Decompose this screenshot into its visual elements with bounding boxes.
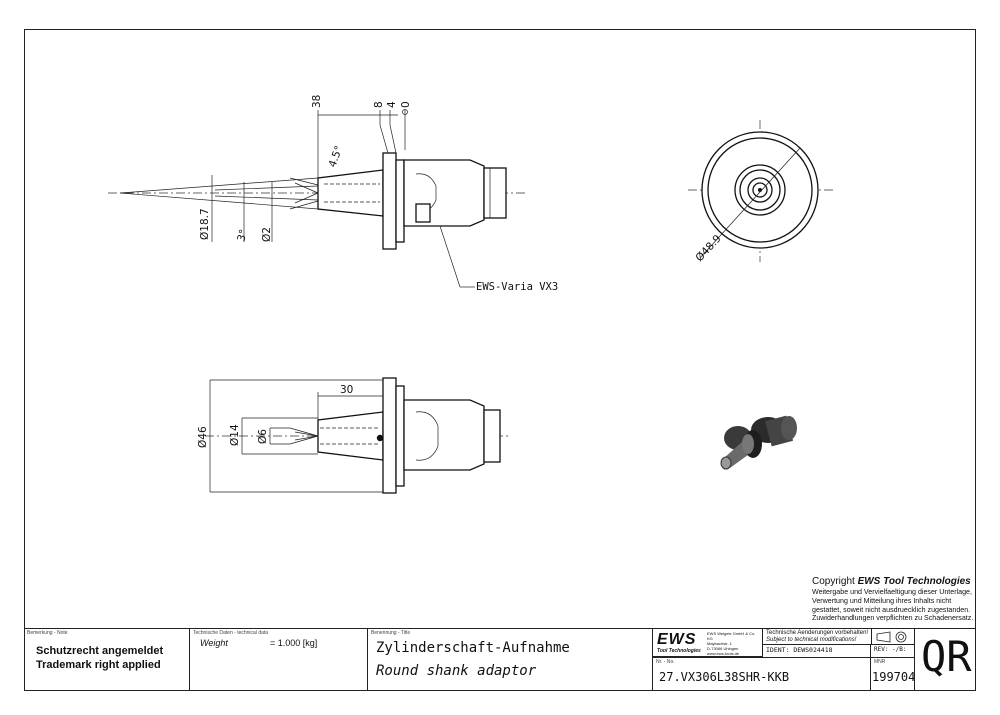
title-de: Zylinderschaft-Aufnahme [376,640,570,656]
remark-label: Bemerkung - Note [27,630,68,636]
title-block: Bemerkung - Note Schutzrecht angemeldet … [24,628,976,691]
dim-8-label: 8 [373,101,385,108]
copyright-prefix: Copyright [812,576,858,587]
dim-30-label: 30 [340,384,353,396]
copyright-brand: EWS Tool Technologies [857,576,971,587]
changes-cell: Technische Aenderungen vorbehalten! Subj… [763,629,871,645]
mnr-label: MNR [874,659,886,665]
projection-symbol [871,629,914,645]
front-view [688,120,835,262]
ident-cell: IDENT: DEWS024418 [763,645,871,657]
projection-symbol-icon [876,631,907,643]
company-line-2: Maybachstr. 1 [707,641,732,646]
product-render [720,415,797,470]
angle-45-label: 4.5° [327,144,346,169]
section-view [205,377,510,494]
remark-line-1: Schutzrecht angemeldet [36,645,164,657]
dia-187-label: Ø18.7 [199,208,211,240]
ident-value: IDENT: DEWS024418 [766,646,833,654]
dia-14-label: Ø14 [229,424,241,446]
side-view [108,109,528,288]
changes-en: Subject to technical modifications! [766,637,857,643]
copyright-line-4: Zuwiderhandlungen verpflichten zu Schade… [812,614,974,623]
dim-0-label: 0 [400,101,412,108]
rev-cell: REV: -/B: [871,645,914,657]
qr-cell: QR [914,629,976,691]
dia-489-label: Ø48.9 [693,233,723,264]
dim-38-label: 38 [311,95,323,108]
dia-2-label: Ø2 [261,227,273,242]
ews-varia-callout: EWS-Varia VX3 [476,281,559,293]
title-cell: Benennung - Title Zylinderschaft-Aufnahm… [368,629,653,691]
weight-value: = 1.000 [kg] [270,638,318,648]
copyright-line-1: Weitergabe und Vervielfaeltigung dieser … [812,588,972,596]
dia-6-label: Ø6 [257,429,269,444]
remark-line-2: Trademark right applied [36,659,161,671]
copyright-line-2: Verwertung und Mitteilung ihres Inhalts … [812,596,952,605]
remark-cell: Bemerkung - Note Schutzrecht angemeldet … [24,629,190,691]
weight-label: Weight [200,638,228,648]
mnr-cell: MNR 199704 [871,657,916,691]
changes-de: Technische Aenderungen vorbehalten! [766,630,869,636]
company-line-1: EWS Weigele GmbH & Co. KG [707,631,756,641]
logo-cell: EWS Tool Technologies EWS Weigele GmbH &… [653,629,763,657]
copyright-line-3: gestattet, soweit nicht ausdruecklich zu… [812,605,971,614]
title-label: Benennung - Title [371,630,411,636]
nr-label: Nr. - No. [656,659,675,665]
qr-code-label: QR [921,632,972,681]
drawing-frame [24,29,976,691]
title-en: Round shank adaptor [376,663,537,679]
company-address: EWS Weigele GmbH & Co. KG Maybachstr. 1 … [707,631,762,656]
dim-4-label: 4 [386,101,398,108]
angle-3-label: 3° [235,228,250,243]
tech-data-label: Technische Daten - technical data [193,630,269,636]
ews-logo-sub: Tool Technologies [657,648,701,654]
copyright-notice: Copyright EWS Tool Technologies Weiterga… [812,576,982,623]
ews-logo: EWS [657,631,697,648]
rev-value: REV: -/B: [874,646,907,653]
tech-data-cell: Technische Daten - technical data Weight… [190,629,368,691]
company-line-4: www.ews-tools.de [707,651,740,656]
mnr-value: 199704 [872,670,916,684]
company-line-3: D-73066 Uhingen [707,646,739,651]
part-number-cell: Nr. - No. 27.VX306L38SHR-KKB [653,657,871,691]
part-number: 27.VX306L38SHR-KKB [659,670,790,684]
dia-46-label: Ø46 [197,426,209,448]
